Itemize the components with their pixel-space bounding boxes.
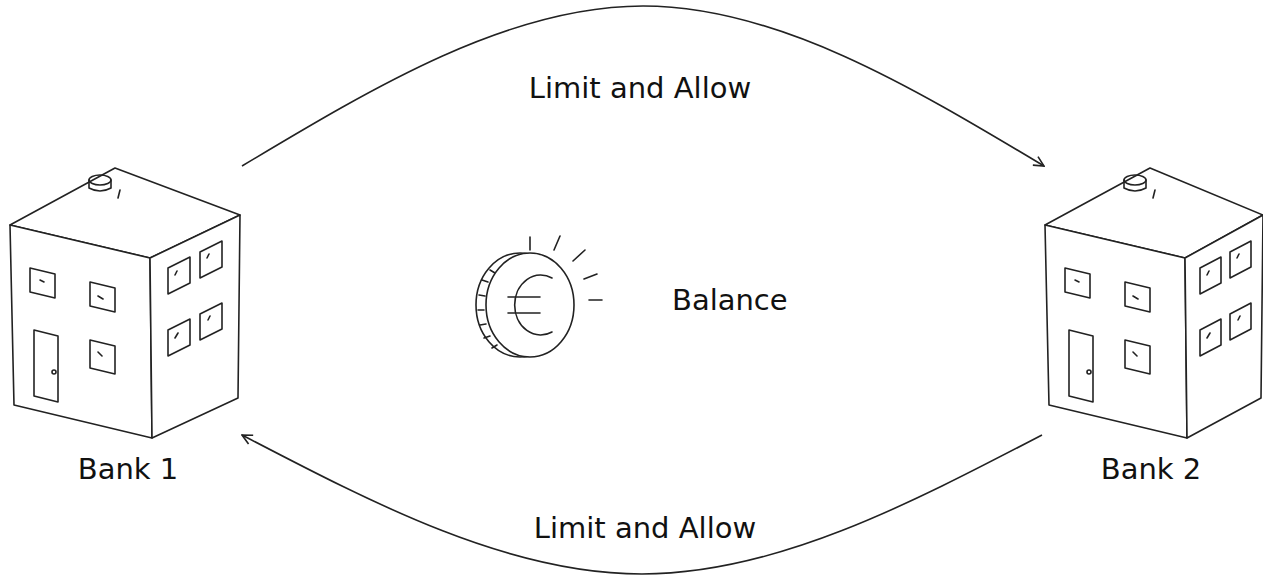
edge-label: Limit and Allow: [530, 511, 760, 545]
bank-node: Bank 2: [1040, 160, 1262, 492]
bank-building: [1045, 168, 1263, 438]
bank-building: [10, 168, 240, 438]
flow-arrow: [242, 6, 1044, 166]
bank-label: Bank 1: [8, 452, 248, 486]
euro-coin: [476, 236, 602, 357]
flow-arrow: [242, 435, 1042, 574]
bank-node: Bank 1: [8, 160, 248, 492]
edge-label: Limit and Allow: [525, 71, 755, 105]
balance-label: Balance: [672, 283, 788, 317]
bank-label: Bank 2: [1040, 452, 1262, 486]
